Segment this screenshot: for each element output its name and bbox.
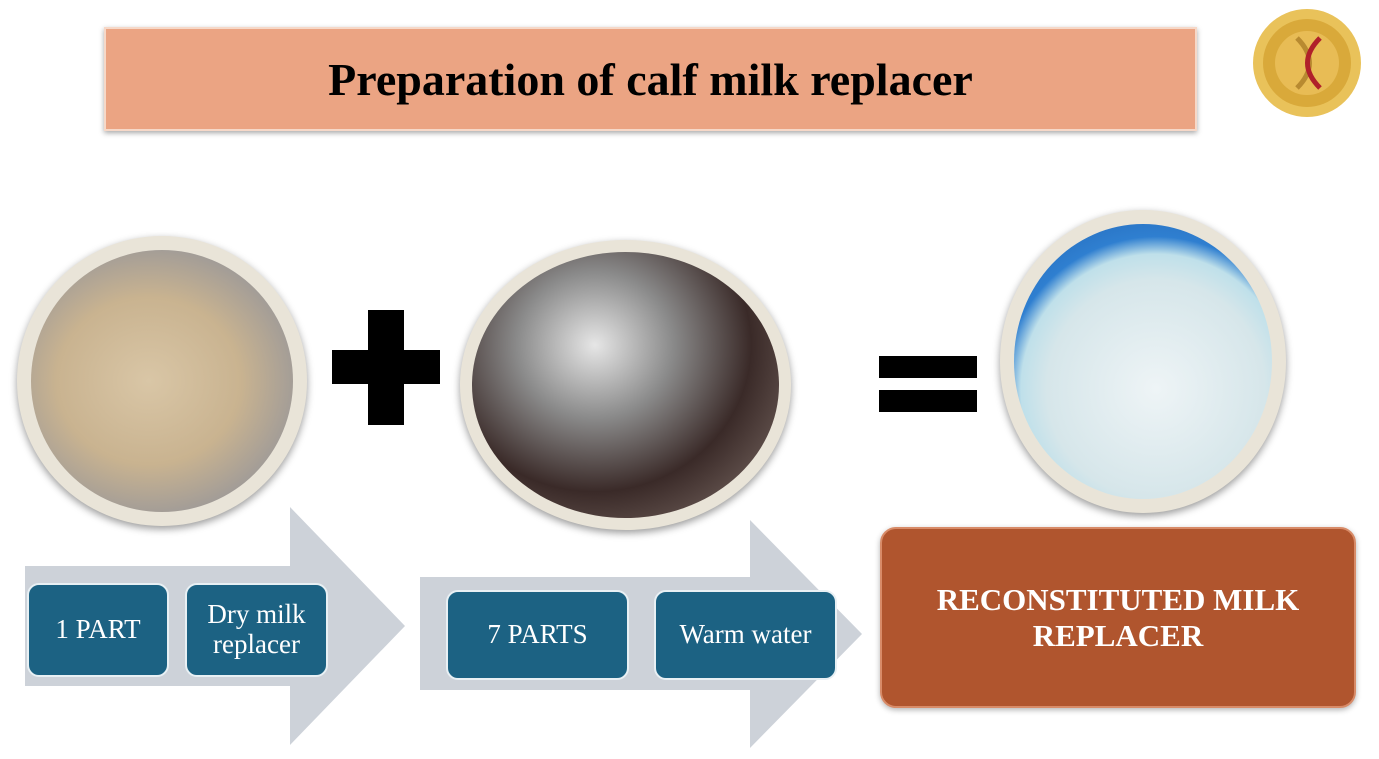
result-label: RECONSTITUTED MILK REPLACER xyxy=(936,581,1300,653)
equals-icon xyxy=(877,354,979,414)
university-logo xyxy=(1253,9,1361,117)
page-title: Preparation of calf milk replacer xyxy=(328,53,973,105)
step2-quantity: 7 PARTS xyxy=(446,590,629,680)
title-banner: Preparation of calf milk replacer xyxy=(104,27,1197,131)
step1-quantity: 1 PART xyxy=(27,583,169,677)
arrow-step2 xyxy=(420,520,862,748)
step1-ingredient: Dry milk replacer xyxy=(185,583,328,677)
reconstituted-milk-photo xyxy=(1000,210,1286,513)
step2-ingredient: Warm water xyxy=(654,590,837,680)
warm-water-bowl-photo xyxy=(460,240,791,530)
plus-icon xyxy=(332,310,440,425)
result-box: RECONSTITUTED MILK REPLACER xyxy=(880,527,1356,708)
dry-milk-powder-photo xyxy=(17,236,307,526)
